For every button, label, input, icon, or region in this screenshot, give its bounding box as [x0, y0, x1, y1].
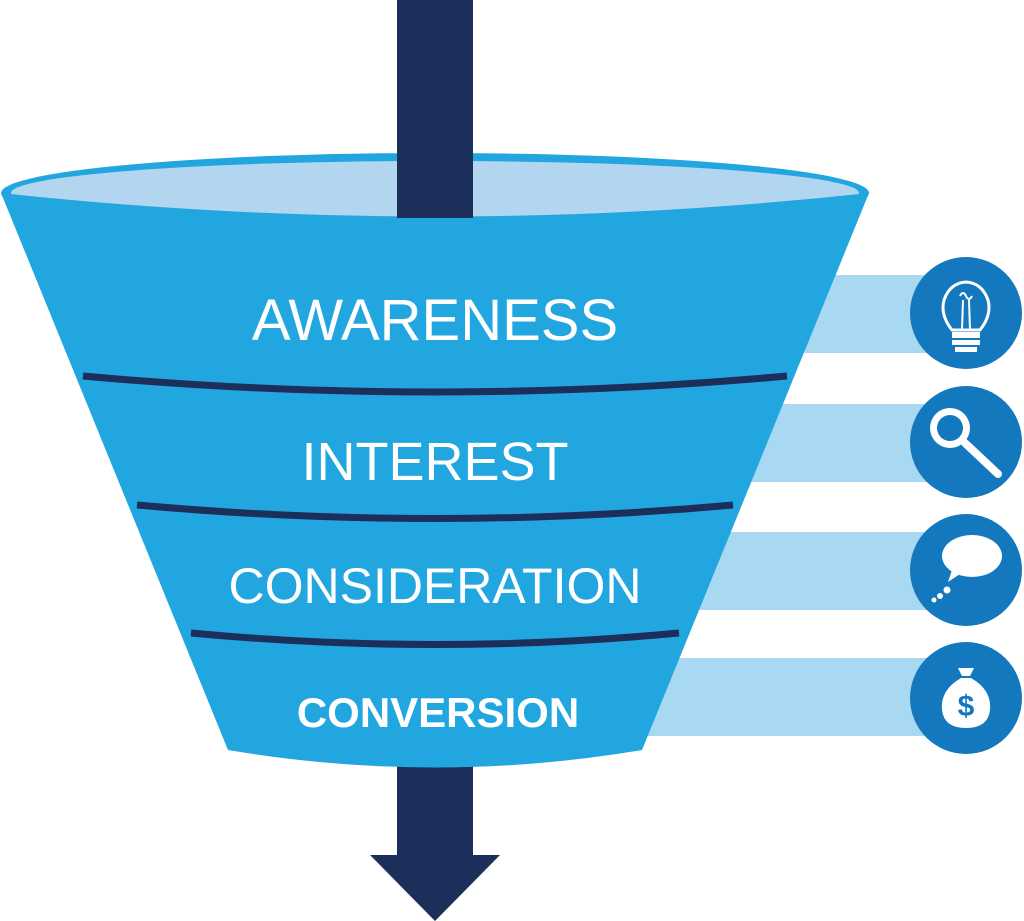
lightbulb-icon: [910, 257, 1022, 369]
stage-label-interest: INTEREST: [301, 432, 568, 492]
divider-line-1: [82, 372, 788, 396]
magnifying-glass-icon: [910, 386, 1022, 498]
stage-label-awareness: AWARENESS: [252, 288, 618, 353]
money-bag-icon: $: [910, 642, 1022, 754]
divider-line-2: [136, 501, 734, 522]
stage-label-conversion: CONVERSION: [297, 689, 579, 736]
dollar-sign: $: [958, 690, 975, 723]
divider-line-3: [190, 629, 680, 648]
top-arrow-shaft: [397, 0, 473, 218]
thought-bubble-icon: [910, 514, 1022, 626]
funnel-body: [1, 193, 869, 768]
connector-bar-conversion: [630, 658, 960, 736]
stage-label-consideration: CONSIDERATION: [229, 558, 642, 614]
